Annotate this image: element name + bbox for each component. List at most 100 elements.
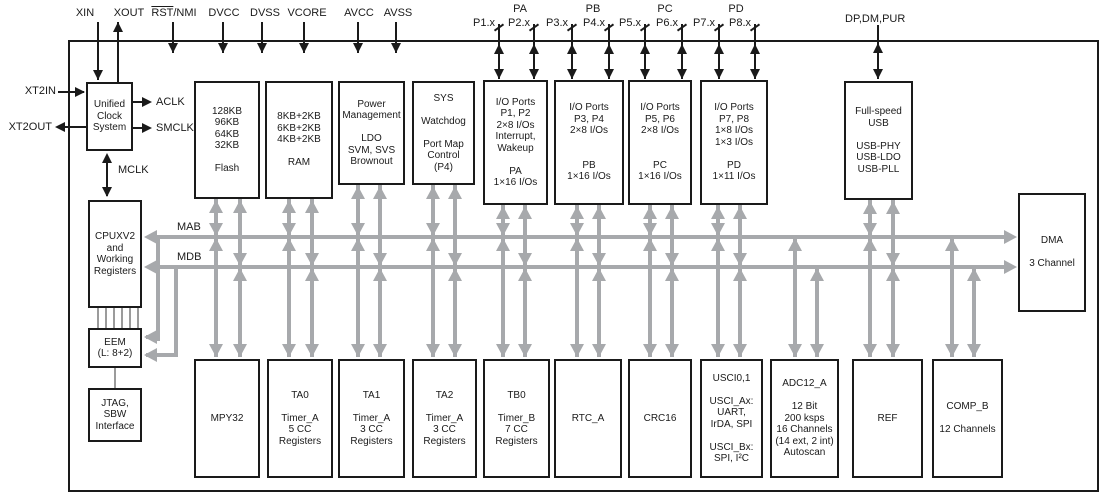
block-ta1: TA1 Timer_A 3 CC Registers (338, 359, 405, 478)
bus-col-arrow-down (209, 344, 223, 357)
eem-bus-arrow (144, 348, 157, 362)
block-jtag: JTAG, SBW Interface (88, 388, 142, 442)
block-ref: REF (852, 359, 923, 478)
usb-pin-arrow-down (873, 69, 883, 79)
bus-col-left (793, 239, 797, 357)
pin-line-avcc (357, 22, 359, 53)
smclk-arrow (142, 123, 152, 133)
bus-col-right (597, 205, 601, 357)
bus-col-arrow-up (351, 186, 365, 199)
pin-arrow (353, 43, 363, 53)
bus-col-arrow-down (496, 223, 510, 236)
bus-col-arrow-up (209, 238, 223, 251)
bus-col-left (950, 239, 954, 357)
bus-col-arrow-down (351, 344, 365, 357)
bus-col-arrow-down (711, 223, 725, 236)
block-cpu: CPUXV2 and Working Registers (88, 200, 142, 308)
mclk-arrow-up (102, 153, 112, 163)
port-pin-arrow-up (677, 44, 687, 54)
bus-col-arrow-down (518, 344, 532, 357)
bus-col-arrow-down (967, 344, 981, 357)
bus-col-arrow-up (518, 268, 532, 281)
bus-col-arrow-down (233, 253, 247, 266)
pin-arrow (168, 43, 178, 53)
xt2in-arrow (75, 87, 85, 97)
bus-col-arrow-down (570, 344, 584, 357)
bus-mab-arrow-right (1004, 230, 1017, 244)
port-pin-arrow-down (604, 69, 614, 79)
bus-col-arrow-down (426, 344, 440, 357)
bus-col-arrow-up (665, 206, 679, 219)
cpu-eem-ribbon-line (121, 308, 123, 328)
port-pin-label-p1x: P1.x (472, 17, 495, 29)
pin-line-avss (395, 22, 397, 53)
bus-col-arrow-up (788, 238, 802, 251)
port-pin-arrow-down (494, 69, 504, 79)
bus-col-arrow-down (233, 344, 247, 357)
bus-col-arrow-up (570, 206, 584, 219)
block-eem: EEM (L: 8+2) (88, 328, 142, 368)
bus-col-arrow-up (448, 186, 462, 199)
port-pin-label-p4x: P4.x (582, 17, 605, 29)
port-pin-arrow-up (529, 44, 539, 54)
port-group-label-pa: PA (513, 3, 527, 15)
smclk-line (133, 127, 150, 129)
bus-col-arrow-down (643, 223, 657, 236)
block-ta2: TA2 Timer_A 3 CC Registers (412, 359, 477, 478)
bus-col-right (972, 269, 976, 357)
bus-col-arrow-down (518, 253, 532, 266)
bus-col-arrow-up (711, 238, 725, 251)
bus-col-arrow-up (945, 238, 959, 251)
pin-label-dvcc: DVCC (208, 7, 240, 19)
bus-col-arrow-down (448, 253, 462, 266)
xt2out-label: XT2OUT (8, 121, 52, 133)
block-adc12: ADC12_A 12 Bit 200 ksps 16 Channels (14 … (770, 359, 839, 478)
cpu-eem-ribbon-line (105, 308, 107, 328)
bus-col-arrow-up (305, 200, 319, 213)
bus-col-arrow-down (282, 223, 296, 236)
block-crc16: CRC16 (628, 359, 692, 478)
bus-col-arrow-down (733, 344, 747, 357)
cpu-eem-ribbon-line (137, 308, 139, 328)
eem-bus-horz (146, 353, 178, 357)
port-group-label-pb: PB (585, 3, 601, 15)
bus-col-arrow-up (863, 238, 877, 251)
bus-col-arrow-down (592, 344, 606, 357)
port-pin-arrow-up (567, 44, 577, 54)
pin-label-xout: XOUT (113, 7, 145, 19)
bus-col-arrow-up (448, 268, 462, 281)
bus-col-left (287, 199, 291, 357)
usb-pin-arrow-up (873, 43, 883, 53)
block-ta0: TA0 Timer_A 5 CC Registers (267, 359, 333, 478)
bus-col-arrow-down (373, 253, 387, 266)
pin-arrow (218, 43, 228, 53)
eem-bus-arrow (144, 330, 157, 344)
block-ram: 8KB+2KB 6KB+2KB 4KB+2KB RAM (265, 81, 333, 199)
port-pin-arrow-up (640, 44, 650, 54)
bus-col-arrow-up (209, 200, 223, 213)
bus-col-arrow-up (592, 206, 606, 219)
bus-col-arrow-down (496, 344, 510, 357)
bus-col-arrow-up (518, 206, 532, 219)
bus-col-arrow-up (373, 268, 387, 281)
bus-col-arrow-up (305, 268, 319, 281)
aclk-line (133, 101, 150, 103)
bus-col-arrow-down (863, 344, 877, 357)
port-pin-label-p7x: P7.x (692, 17, 715, 29)
bus-col-arrow-down (788, 344, 802, 357)
bus-col-arrow-down (373, 344, 387, 357)
pin-line-vcore (303, 22, 305, 53)
aclk-arrow (142, 97, 152, 107)
bus-col-left (214, 199, 218, 357)
bus-label-mdb: MDB (176, 251, 203, 263)
port-pin-label-p2x: P2.x (507, 17, 530, 29)
bus-col-arrow-up (496, 206, 510, 219)
block-usci: USCI0,1 USCI_Ax: UART, IrDA, SPI USCI_Bx… (700, 359, 763, 478)
pin-label-xin: XIN (75, 7, 95, 19)
bus-col-right (523, 205, 527, 357)
block-tb0: TB0 Timer_B 7 CC Registers (483, 359, 550, 478)
bus-col-left (575, 205, 579, 357)
bus-col-arrow-down (711, 344, 725, 357)
bus-col-arrow-down (592, 253, 606, 266)
eem-bus-vert (156, 239, 160, 341)
